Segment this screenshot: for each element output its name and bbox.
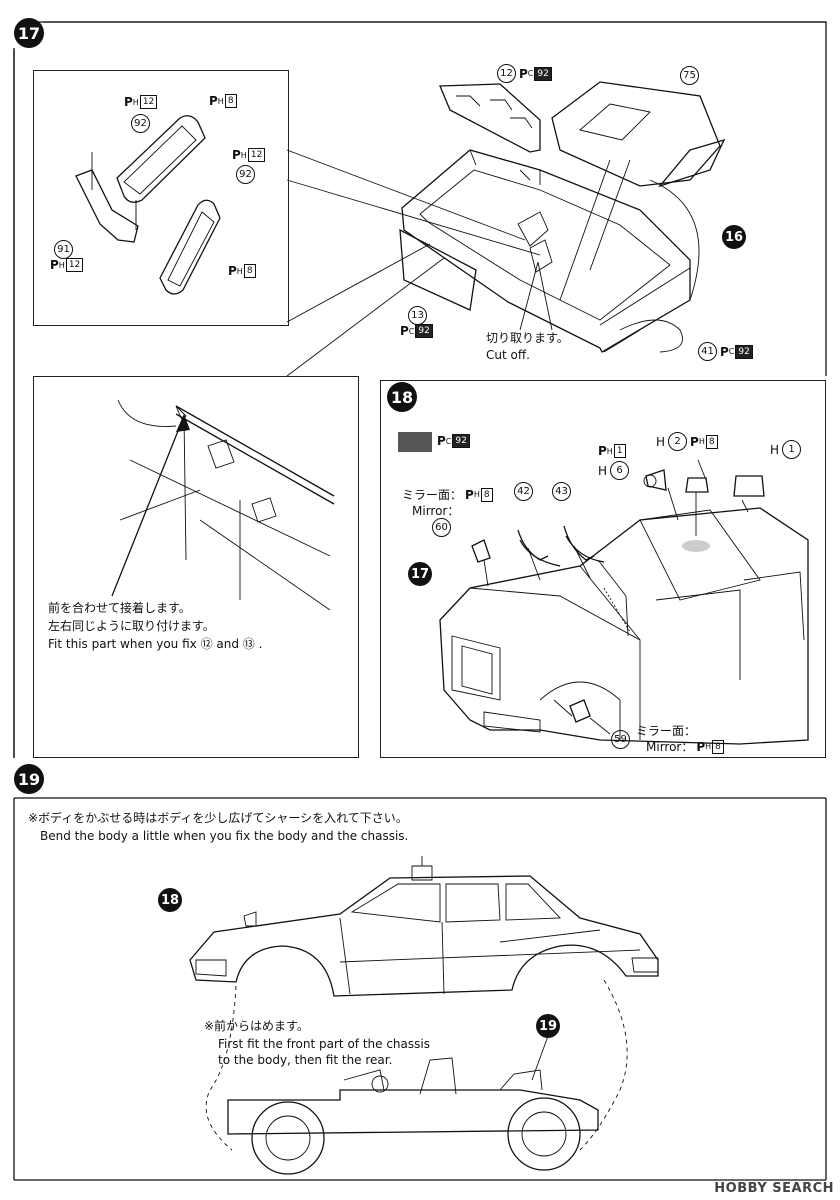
speaker-horn-h6 [643, 469, 709, 493]
part-41-wire [619, 319, 683, 353]
label-part-43: 43 [552, 482, 571, 501]
step-16-ref-badge: 16 [722, 225, 746, 249]
label-part-60: 60 [432, 518, 451, 537]
mirror-part-59 [569, 699, 591, 723]
stay-part-91: 91 [54, 240, 73, 259]
mirror-b-part-92: 92 [236, 165, 255, 184]
chassis-side-view [227, 1057, 599, 1175]
detail-en-line: Fit this part when you fix ⑫ and ⑬ . [48, 637, 263, 651]
label-mirror-60-en: Mirror： [412, 504, 460, 518]
mirror-detail-panel [33, 70, 289, 326]
part-number: 41 [698, 342, 717, 361]
part-75-tray [551, 81, 726, 188]
front-note-en-2: to the body, then fit the rear. [218, 1053, 393, 1067]
step-number: 17 [17, 23, 41, 43]
step-17-badge: 17 [14, 18, 44, 48]
step-19-ref-badge: 19 [536, 1014, 560, 1038]
label-part-42: 42 [514, 482, 533, 501]
detail-jp-line-2: 左右同じように取り付けます。 [48, 619, 215, 633]
color-swatch [398, 432, 432, 452]
siren-light-h1 [733, 475, 765, 513]
mirror-a-part-92: 92 [131, 114, 150, 133]
label-mirror-59-jp: ミラー面： [636, 724, 697, 738]
mirror-upper-piece [116, 115, 206, 203]
step-17-ref-badge: 17 [408, 562, 432, 586]
step-19-note-jp: ※ボディをかぶせる時はボディを少し広げてシャーシを入れて下さい。 [28, 811, 408, 825]
step-18-ref-badge: 18 [158, 888, 182, 912]
part-number: 12 [497, 64, 516, 83]
step-18-badge: 18 [387, 382, 417, 412]
cut-off-en: Cut off. [486, 348, 530, 362]
mirror-lower-piece [159, 199, 221, 295]
cut-off-jp: 切り取ります。 [486, 331, 569, 345]
part-12-panel [439, 83, 541, 153]
watermark: HOBBY SEARCH [714, 1181, 834, 1196]
front-note-en-1: First fit the front part of the chassis [218, 1037, 430, 1051]
part-number: 75 [680, 66, 699, 85]
part-75-label: 75 [680, 66, 699, 85]
part-13-side-panel [399, 228, 477, 311]
label-part-59: 59 [611, 730, 630, 749]
mirror-part-60 [471, 539, 491, 563]
step-19-badge: 19 [14, 764, 44, 794]
step-19-note-en: Bend the body a little when you fix the … [40, 829, 409, 843]
detail-jp-line-1: 前を合わせて接着します。 [48, 601, 191, 615]
fitting-detail-panel [33, 376, 359, 758]
front-note-jp: ※前からはめます。 [204, 1019, 309, 1033]
car-body-side-view [189, 856, 659, 997]
